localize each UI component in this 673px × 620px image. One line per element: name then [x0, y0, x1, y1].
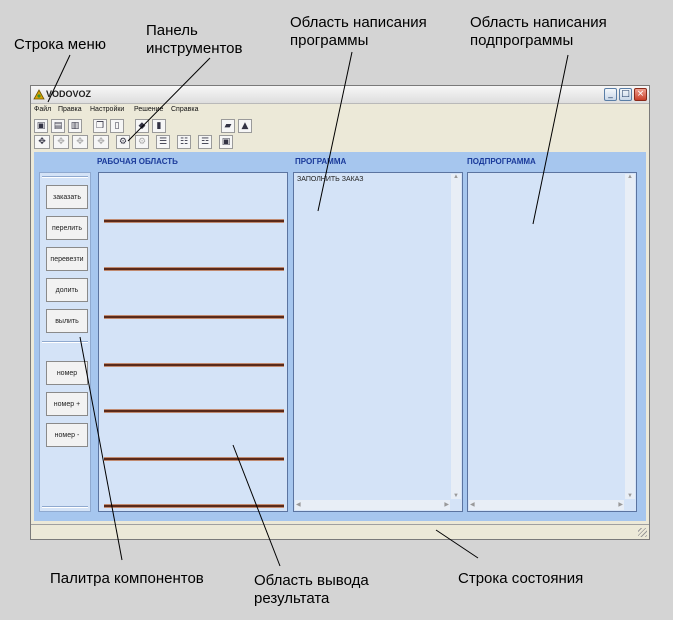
pour-over-button[interactable]: перелить	[46, 216, 88, 240]
program-vertical-scrollbar[interactable]: ▲ ▼	[451, 174, 461, 499]
scroll-left-icon[interactable]: ◀	[470, 502, 475, 508]
scroll-up-icon[interactable]: ▲	[453, 174, 459, 180]
move-left-icon[interactable]: ✥	[53, 135, 69, 149]
transport-button[interactable]: перевезти	[46, 247, 88, 271]
title-bar: VODOVOZ _ □ ×	[31, 86, 649, 104]
shelf	[104, 409, 284, 413]
save-icon[interactable]: ▥	[68, 119, 82, 133]
app-logo-icon	[33, 89, 45, 100]
shelf	[104, 267, 284, 271]
menu-bar: Файл Правка Настройки Решение Справка	[31, 104, 649, 117]
copy-icon[interactable]: ❐	[93, 119, 107, 133]
shelf	[104, 457, 284, 461]
callout-result-area-line2: результата	[254, 590, 330, 607]
callout-program-area-line2: программы	[290, 32, 369, 49]
leader-palette	[79, 336, 123, 561]
shelf	[104, 363, 284, 367]
callout-subprogram-area-line2: подпрограммы	[470, 32, 574, 49]
run-icon[interactable]: ◆	[135, 119, 149, 133]
component-palette: заказать перелить перевезти долить вылит…	[39, 172, 91, 512]
leader-program-area	[317, 51, 353, 212]
number-minus-button[interactable]: номер -	[46, 423, 88, 447]
result-output-area[interactable]	[98, 172, 288, 512]
scroll-left-icon[interactable]: ◀	[296, 502, 301, 508]
subprogram-editor[interactable]: ▲ ▼ ◀ ▶	[467, 172, 637, 512]
menu-settings[interactable]: Настройки	[90, 106, 125, 113]
menu-edit[interactable]: Правка	[58, 106, 82, 113]
callout-program-area-line1: Область написания	[290, 14, 427, 31]
delete-list-icon[interactable]: ☷	[177, 135, 191, 149]
status-bar	[31, 524, 649, 539]
menu-help[interactable]: Справка	[171, 106, 199, 113]
number-button[interactable]: номер	[46, 361, 88, 385]
list-icon[interactable]: ☰	[156, 135, 170, 149]
leader-result-area	[232, 444, 281, 567]
callout-program-area: Область написания программы	[290, 14, 427, 50]
scroll-down-icon[interactable]: ▼	[453, 493, 459, 499]
minimize-button[interactable]: _	[604, 88, 617, 101]
program-line: ЗАПОЛНИТЬ ЗАКАЗ	[297, 176, 364, 183]
leader-menu-bar	[47, 54, 71, 103]
shelf	[104, 315, 284, 319]
top-up-button[interactable]: долить	[46, 278, 88, 302]
scroll-up-icon[interactable]: ▲	[627, 174, 633, 180]
callout-menu-bar: Строка меню	[14, 36, 106, 53]
order-button[interactable]: заказать	[46, 185, 88, 209]
callout-palette: Палитра компонентов	[50, 570, 204, 587]
add-component-icon[interactable]: ✥	[34, 135, 50, 149]
subprogram-vertical-scrollbar[interactable]: ▲ ▼	[625, 174, 635, 499]
callout-toolbar-line1: Панель	[146, 22, 198, 39]
new-document-icon[interactable]: ▯	[110, 119, 124, 133]
scroll-right-icon[interactable]: ▶	[618, 502, 623, 508]
remove-component-icon[interactable]: ✥	[93, 135, 109, 149]
tasks-icon[interactable]: ⚙	[135, 135, 149, 149]
subprogram-header: ПОДПРОГРАММА	[467, 157, 536, 166]
shelf	[104, 504, 284, 508]
palette-divider	[42, 176, 88, 178]
app-window: VODOVOZ _ □ × Файл Правка Настройки Реше…	[30, 85, 650, 540]
subprogram-horizontal-scrollbar[interactable]: ◀ ▶	[469, 500, 624, 510]
toolbar-row-2: ✥ ✥ ✥ ✥ ⚙ ⚙ ☰ ☷ ☲ ▣	[31, 134, 649, 150]
chart-icon[interactable]: ▲	[238, 119, 252, 133]
open-icon[interactable]: ▣	[34, 119, 48, 133]
close-button[interactable]: ×	[634, 88, 647, 101]
pour-out-button[interactable]: вылить	[46, 309, 88, 333]
callout-toolbar: Панель инструментов	[146, 22, 243, 58]
callout-toolbar-line2: инструментов	[146, 40, 243, 57]
move-right-icon[interactable]: ✥	[72, 135, 88, 149]
scroll-down-icon[interactable]: ▼	[627, 493, 633, 499]
leader-toolbar	[127, 57, 211, 142]
toolbar-row-1: ▣ ▤ ▥ ❐ ▯ ◆ ▮ ▰ ▲	[31, 118, 649, 134]
program-horizontal-scrollbar[interactable]: ◀ ▶	[295, 500, 450, 510]
book-icon[interactable]: ▰	[221, 119, 235, 133]
scroll-right-icon[interactable]: ▶	[444, 502, 449, 508]
callout-result-area: Область вывода результата	[254, 572, 369, 608]
number-plus-button[interactable]: номер +	[46, 392, 88, 416]
callout-result-area-line1: Область вывода	[254, 572, 369, 589]
save-disk-icon[interactable]: ▣	[219, 135, 233, 149]
leader-subprogram-area	[532, 54, 569, 225]
palette-divider	[42, 341, 88, 343]
document-icon[interactable]: ▮	[152, 119, 166, 133]
callout-subprogram-area: Область написания подпрограммы	[470, 14, 607, 50]
menu-solution[interactable]: Решение	[134, 106, 164, 113]
maximize-button[interactable]: □	[619, 88, 632, 101]
callout-status-bar: Строка состояния	[458, 570, 584, 587]
resize-grip-icon[interactable]	[638, 528, 647, 537]
leader-status-bar	[435, 529, 479, 559]
settings-icon[interactable]: ⚙	[116, 135, 130, 149]
workspace-header: РАБОЧАЯ ОБЛАСТЬ	[97, 157, 178, 166]
edit-list-icon[interactable]: ☲	[198, 135, 212, 149]
window-title: VODOVOZ	[46, 89, 92, 99]
callout-subprogram-area-line1: Область написания	[470, 14, 607, 31]
menu-file[interactable]: Файл	[34, 106, 52, 113]
program-editor[interactable]: ЗАПОЛНИТЬ ЗАКАЗ ▲ ▼ ◀ ▶	[293, 172, 463, 512]
folder-icon[interactable]: ▤	[51, 119, 65, 133]
palette-divider	[42, 506, 88, 508]
client-area: РАБОЧАЯ ОБЛАСТЬ ПРОГРАММА ПОДПРОГРАММА з…	[34, 152, 646, 521]
shelf	[104, 219, 284, 223]
program-header: ПРОГРАММА	[295, 157, 347, 166]
